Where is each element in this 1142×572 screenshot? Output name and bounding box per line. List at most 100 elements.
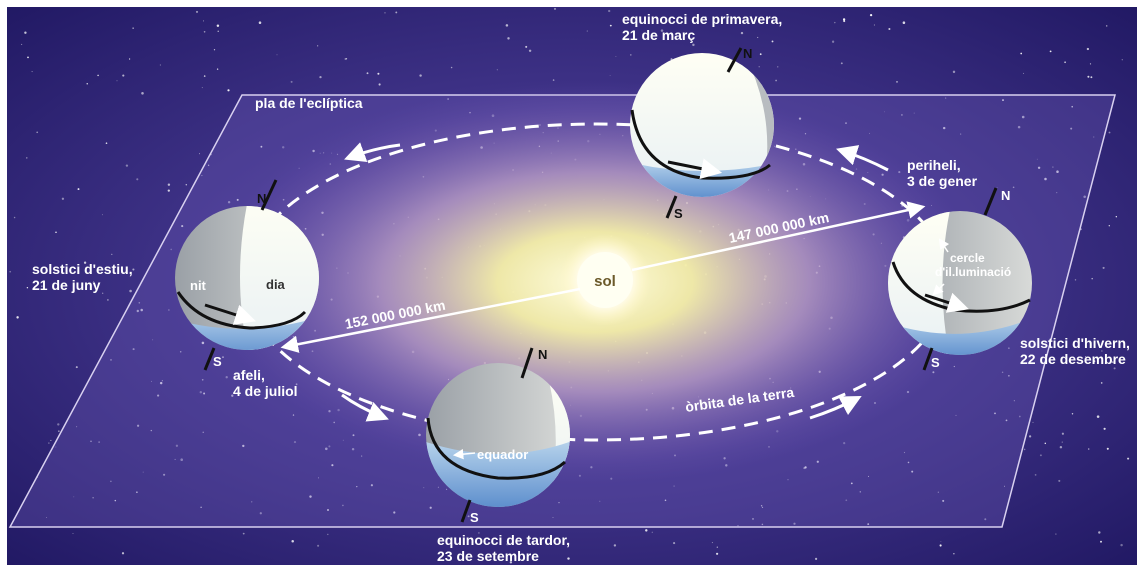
star [937,491,939,493]
star [180,458,183,461]
orbit-arrow-icon [344,142,401,163]
star [318,477,319,479]
star [345,58,348,60]
star [793,522,796,525]
star [152,339,154,341]
star [804,466,807,469]
star [1044,177,1047,181]
star [940,541,942,542]
aphelion-line2: 4 de juliol [233,383,298,399]
summer-south-label: S [213,354,222,369]
star [1064,61,1066,64]
star [129,289,132,293]
star [711,542,713,544]
star [1023,448,1026,451]
star [342,439,344,441]
autumn-north-label: N [538,347,547,362]
star [342,504,344,507]
summer-rotation-arrow-icon [204,303,257,325]
star [814,557,818,561]
star [1071,413,1074,415]
star [1087,75,1090,78]
star [201,378,204,381]
star [996,187,998,189]
star [609,24,612,27]
star [907,461,910,464]
star [1101,350,1103,352]
star [553,7,557,10]
star [31,71,33,73]
star [478,532,480,534]
star [167,189,170,192]
star [344,58,347,60]
star [664,499,667,502]
star [1061,432,1064,435]
star [216,24,220,28]
star [90,440,92,443]
winter-north-label: N [1001,188,1010,203]
star [356,485,358,488]
star [72,533,74,534]
star [608,9,611,13]
star [913,112,915,114]
star [505,24,509,27]
star [73,496,75,498]
star [1021,115,1025,119]
star [740,31,744,35]
star [157,394,160,397]
star [423,487,425,489]
star [236,198,239,201]
star [282,146,285,149]
autumn-south-axis [460,499,472,523]
winter-solstice-line2: 22 de desembre [1020,351,1126,367]
star [328,445,331,448]
star [911,470,914,473]
star [309,495,312,498]
star [787,479,789,481]
star [869,13,873,17]
star [222,356,224,358]
star [1004,485,1005,487]
star [419,74,422,77]
star [845,122,847,124]
star [859,491,862,493]
star [850,482,853,485]
star [1070,127,1073,130]
star [1008,375,1010,377]
star [681,21,683,24]
star [613,544,617,547]
star [737,525,739,527]
summer-south-axis [203,347,216,371]
star [704,16,707,19]
star [1096,415,1100,418]
star [199,390,203,394]
star [201,175,203,177]
star [132,348,135,351]
summer-north-label: N [257,191,266,206]
star [1105,25,1108,27]
star [293,441,297,444]
star [757,36,759,39]
equator-label: equador [477,447,528,462]
star [292,414,295,416]
star [179,351,182,353]
sun [577,252,633,308]
star [831,40,835,43]
star [76,426,78,428]
star [317,45,319,47]
star [83,261,87,264]
star [16,316,19,319]
equator-pointer-icon [452,448,476,460]
star [175,444,179,447]
orbit-arrow-icon [835,145,889,172]
star [507,37,510,40]
star [630,21,632,24]
star [775,79,778,82]
star [236,377,239,380]
star [75,366,78,369]
star [888,27,891,31]
star [1058,479,1061,482]
star [242,444,245,448]
star [325,447,328,451]
star [395,11,398,14]
